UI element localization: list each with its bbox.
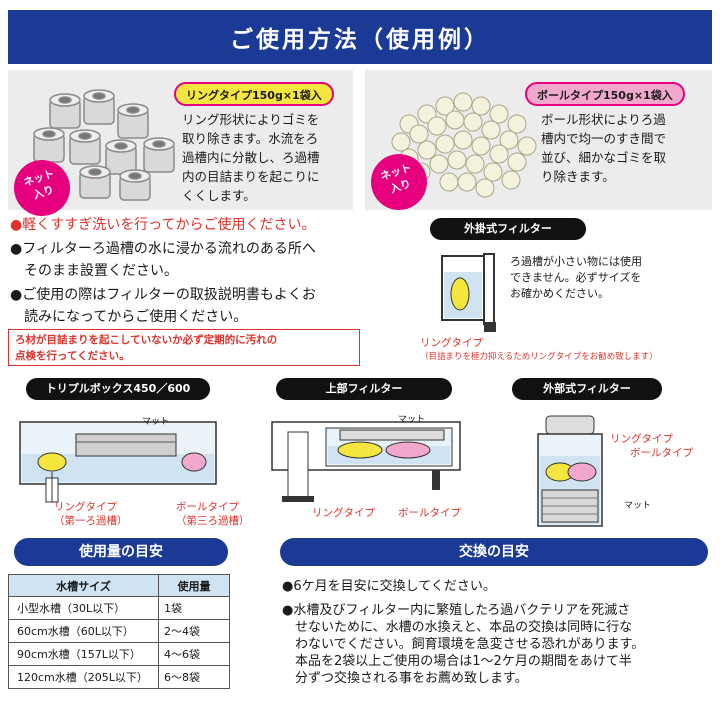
external-filter-diagram [537, 415, 603, 527]
ring-media-image [33, 89, 175, 201]
inspection-warning: ろ材が目詰まりを起こしていないか必ず定期的に汚れの 点検を行ってください。 [8, 329, 360, 366]
usage-table-header: 水槽サイズ 使用量 [8, 574, 230, 597]
triple-box-mat-label: マット [142, 417, 170, 427]
triple-box-ball-label: ボールタイプ （第三ろ過槽） [176, 501, 250, 527]
triple-box-title: トリプルボックス450／600 [26, 378, 210, 400]
usage-size-cell: 120cm水槽（205L以下） [8, 665, 159, 689]
ring-type-label: リングタイプ150g×1袋入 [174, 82, 334, 106]
usage-size-cell: 60cm水槽（60L以下） [8, 619, 159, 643]
external-filter-title: 外部式フィルター [512, 378, 662, 400]
table-row: 90cm水槽（157L以下） 4〜6袋 [8, 642, 230, 666]
hang-on-filter-diagram [441, 253, 496, 332]
usage-header-amount: 使用量 [158, 574, 230, 597]
usage-amount-cell: 6〜8袋 [158, 665, 230, 689]
external-ring-label: リングタイプ [610, 433, 673, 445]
top-filter-ball-label: ボールタイプ [398, 507, 461, 519]
usage-amount-cell: 4〜6袋 [158, 642, 230, 666]
ball-type-label: ボールタイプ150g×1袋入 [525, 82, 685, 106]
hang-on-ring-note: （目詰まりを極力抑えるためリングタイプをお勧め致します） [420, 352, 658, 362]
usage-header-size: 水槽サイズ [8, 574, 159, 597]
page-title: ご使用方法（使用例） [230, 27, 490, 53]
ball-description: ボール形状によりろ過 槽内で均一のすき間で 並び、細かなゴミを取 り除きます。 [541, 112, 667, 184]
table-row: 120cm水槽（205L以下） 6〜8袋 [8, 665, 230, 689]
exchange-note-bacteria: ●水槽及びフィルター内に繁殖したろ過バクテリアを死滅さ せないために、水槽の水換… [282, 603, 645, 686]
ring-type-panel: リングタイプ150g×1袋入 リング形状によりゴミを 取り除きます。水流をろ 過… [6, 70, 353, 224]
note-rinse: ●軽くすすぎ洗いを行ってからご使用ください。 [10, 217, 316, 233]
external-ball-label: ボールタイプ [630, 447, 693, 459]
top-filter-ring-label: リングタイプ [312, 507, 375, 519]
exchange-note-period: ●6ケ月を目安に交換してください。 [282, 579, 496, 594]
hang-on-filter-description: ろ過槽が小さい物には使用 できません。必ずサイズを お確かめください。 [510, 255, 642, 300]
usage-size-cell: 90cm水槽（157L以下） [8, 642, 159, 666]
hang-on-ring-label: リングタイプ [420, 337, 483, 349]
usage-amount-cell: 1袋 [158, 596, 230, 620]
usage-amount-cell: 2〜4袋 [158, 619, 230, 643]
table-row: 60cm水槽（60L以下） 2〜4袋 [8, 619, 230, 643]
top-filter-mat-label: マット [398, 415, 426, 425]
triple-box-diagram [19, 421, 217, 503]
table-row: 小型水槽（30L以下） 1袋 [8, 596, 230, 620]
top-filter-diagram [271, 421, 461, 502]
exchange-title: 交換の目安 [280, 538, 708, 566]
note-manual: ●ご使用の際はフィルターの取扱説明書もよくお 読みになってからご使用ください。 [10, 287, 316, 325]
ring-description: リング形状によりゴミを 取り除きます。水流をろ 過槽内に分散し、ろ過槽 内の目詰… [182, 112, 320, 203]
triple-box-ring-label: リングタイプ （第一ろ過槽） [54, 501, 128, 527]
external-mat-label: マット [624, 501, 652, 511]
note-install: ●フィルターろ過槽の水に浸かる流れのある所へ そのまま設置ください。 [10, 241, 316, 279]
page-header: ご使用方法（使用例） [8, 10, 712, 64]
hang-on-filter-title: 外掛式フィルター [430, 218, 586, 240]
usage-title: 使用量の目安 [14, 538, 228, 566]
top-filter-title: 上部フィルター [276, 378, 452, 400]
usage-table: 水槽サイズ 使用量 小型水槽（30L以下） 1袋 60cm水槽（60L以下） 2… [8, 574, 230, 689]
ball-type-panel: ボールタイプ150g×1袋入 ボール形状によりろ過 槽内で均一のすき間で 並び、… [363, 70, 712, 218]
usage-size-cell: 小型水槽（30L以下） [8, 596, 159, 620]
